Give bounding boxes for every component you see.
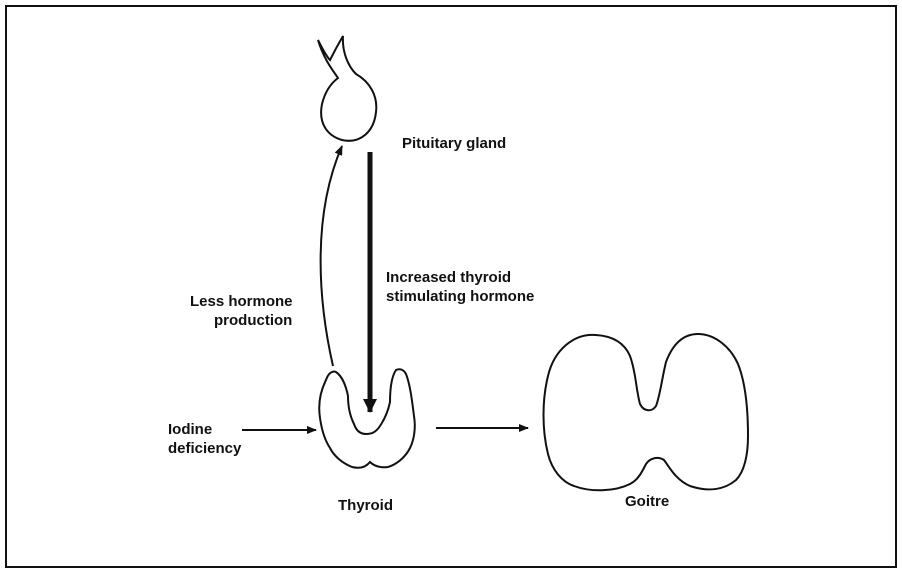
goitre-shape [544,334,749,490]
less-hormone-label-line2: production [214,311,292,330]
goitre-label: Goitre [625,492,669,511]
thyroid-shape [319,369,415,468]
iodine-deficiency-label-line2: deficiency [168,439,241,458]
less-hormone-label-line1: Less hormone [190,292,293,311]
increased-tsh-label-line1: Increased thyroid [386,268,511,287]
pituitary-gland-label: Pituitary gland [402,134,506,153]
increased-tsh-label-line2: stimulating hormone [386,287,534,306]
iodine-deficiency-label-line1: Iodine [168,420,212,439]
less-hormone-arrow [321,146,342,366]
pituitary-gland-shape [318,36,376,141]
thyroid-label: Thyroid [338,496,393,515]
